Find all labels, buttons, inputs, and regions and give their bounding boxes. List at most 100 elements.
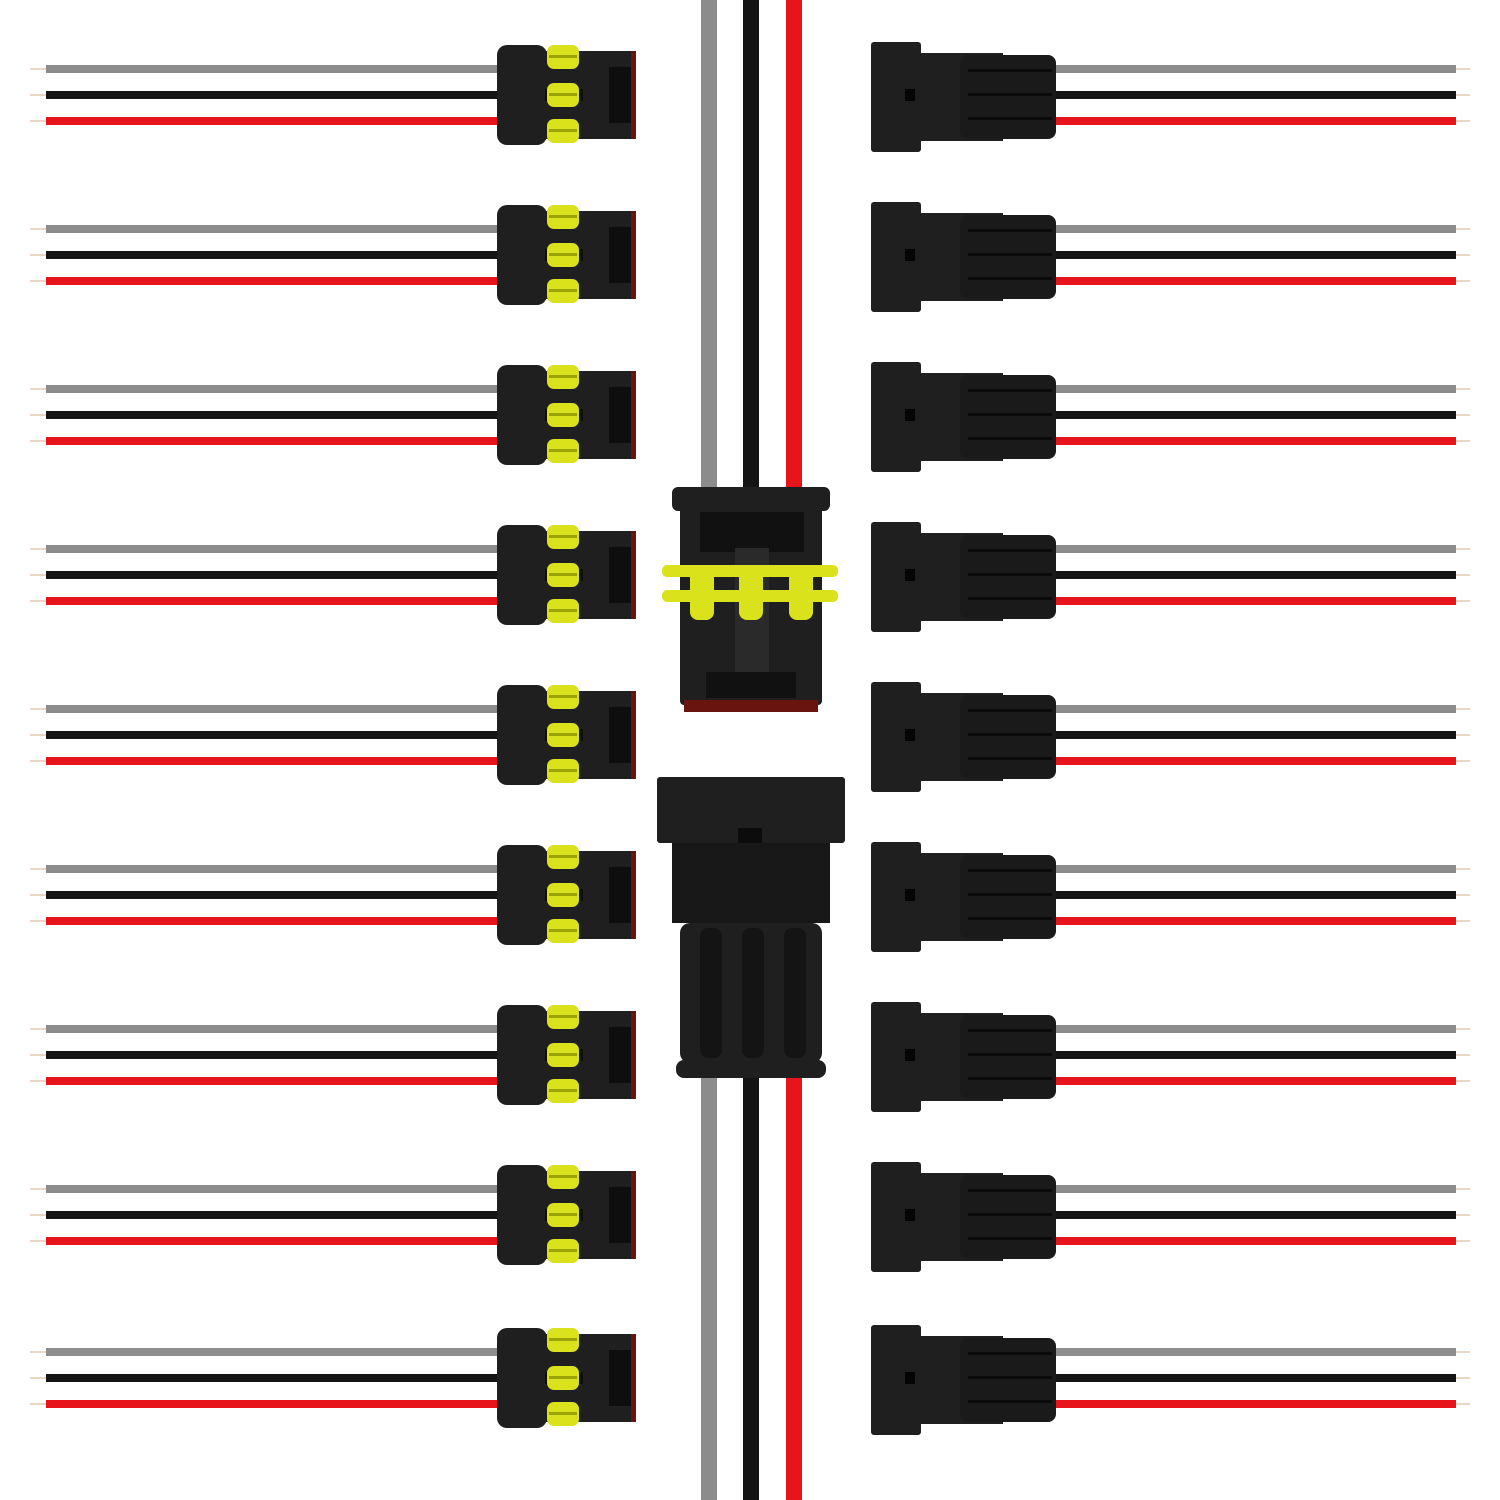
red-seal-edge (631, 371, 636, 459)
stripped-wire-end (1456, 120, 1470, 122)
wire-black (46, 1211, 502, 1219)
male-flange (871, 522, 921, 632)
female-seal-tab (789, 568, 813, 620)
stripped-wire-end (1456, 228, 1470, 230)
left-connector-row (30, 1165, 636, 1265)
stripped-wire-end (30, 1214, 46, 1216)
housing-rear (497, 365, 547, 465)
center-top-wire-black (743, 0, 759, 500)
housing-rear (497, 525, 547, 625)
stripped-wire-end (30, 868, 46, 870)
male-channel-groove (968, 917, 1052, 920)
stripped-wire-end (30, 708, 46, 710)
stripped-wire-end (30, 1028, 46, 1030)
male-channel-groove (968, 597, 1052, 600)
center-bottom-wire-black (743, 1060, 759, 1500)
stripped-wire-end (30, 734, 46, 736)
center-male-housing (657, 777, 845, 1078)
red-seal-edge (631, 691, 636, 779)
male-channel-groove (968, 757, 1052, 760)
wire-gray (1052, 65, 1456, 73)
stripped-wire-end (1456, 1054, 1470, 1056)
wire-red (1052, 757, 1456, 765)
wire-gray (46, 1348, 502, 1356)
center-top-wire-red (786, 0, 802, 500)
wire-gray (46, 385, 502, 393)
wire-black (46, 251, 502, 259)
wire-red (46, 1077, 502, 1085)
left-connector-row (30, 525, 636, 625)
male-flange (871, 842, 921, 952)
male-channel-groove (968, 893, 1052, 896)
left-connector-row (30, 205, 636, 305)
stripped-wire-end (30, 1351, 46, 1353)
male-channel-groove (968, 1053, 1052, 1056)
stripped-wire-end (1456, 548, 1470, 550)
housing-rear (497, 45, 547, 145)
stripped-wire-end (1456, 1188, 1470, 1190)
male-channel-groove (968, 69, 1052, 72)
stripped-wire-end (1456, 1214, 1470, 1216)
wire-black (46, 571, 502, 579)
male-channel-groove (968, 1029, 1052, 1032)
stripped-wire-end (1456, 760, 1470, 762)
male-channel-groove (968, 1213, 1052, 1216)
stripped-wire-end (30, 414, 46, 416)
wire-gray (1052, 865, 1456, 873)
red-seal-edge (631, 851, 636, 939)
female-seal-tab (739, 568, 763, 620)
stripped-wire-end (30, 1240, 46, 1242)
wire-red (1052, 597, 1456, 605)
stripped-wire-end (30, 574, 46, 576)
wire-black (46, 731, 502, 739)
male-flange (871, 1325, 921, 1435)
male-channel-groove (968, 573, 1052, 576)
stripped-wire-end (30, 440, 46, 442)
right-connector-row (871, 1325, 1470, 1435)
wire-gray (1052, 1348, 1456, 1356)
center-top-wire-gray (701, 0, 717, 500)
stripped-wire-end (30, 920, 46, 922)
male-channel-groove (968, 437, 1052, 440)
left-connector-row (30, 1005, 636, 1105)
wire-black (46, 411, 502, 419)
stripped-wire-end (1456, 440, 1470, 442)
wire-black (46, 891, 502, 899)
male-flange (871, 682, 921, 792)
left-column-female-connectors (30, 45, 636, 1428)
left-connector-row (30, 365, 636, 465)
stripped-wire-end (30, 894, 46, 896)
stripped-wire-end (30, 94, 46, 96)
red-seal-edge (631, 1334, 636, 1422)
wire-black (1052, 411, 1456, 419)
male-channel-groove (968, 277, 1052, 280)
left-connector-row (30, 1328, 636, 1428)
housing-rear (497, 845, 547, 945)
wire-black (1052, 91, 1456, 99)
female-seal-tab (690, 568, 714, 620)
red-seal-edge (631, 211, 636, 299)
male-channel-groove (968, 1352, 1052, 1355)
male-channel-groove (968, 93, 1052, 96)
stripped-wire-end (1456, 388, 1470, 390)
wire-red (1052, 277, 1456, 285)
wire-black (1052, 731, 1456, 739)
wire-gray (1052, 225, 1456, 233)
stripped-wire-end (30, 120, 46, 122)
male-lock-notch (905, 1372, 915, 1384)
red-seal-edge (631, 531, 636, 619)
wire-black (1052, 891, 1456, 899)
stripped-wire-end (1456, 1028, 1470, 1030)
stripped-wire-end (1456, 1351, 1470, 1353)
housing-rear (497, 685, 547, 785)
male-wire-channel (742, 928, 764, 1058)
male-channel-groove (968, 413, 1052, 416)
male-channel-groove (968, 869, 1052, 872)
wire-gray (46, 865, 502, 873)
wire-gray (1052, 385, 1456, 393)
housing-rear (497, 1328, 547, 1428)
stripped-wire-end (30, 548, 46, 550)
right-column-male-connectors (871, 42, 1470, 1435)
stripped-wire-end (1456, 894, 1470, 896)
wire-red (46, 277, 502, 285)
